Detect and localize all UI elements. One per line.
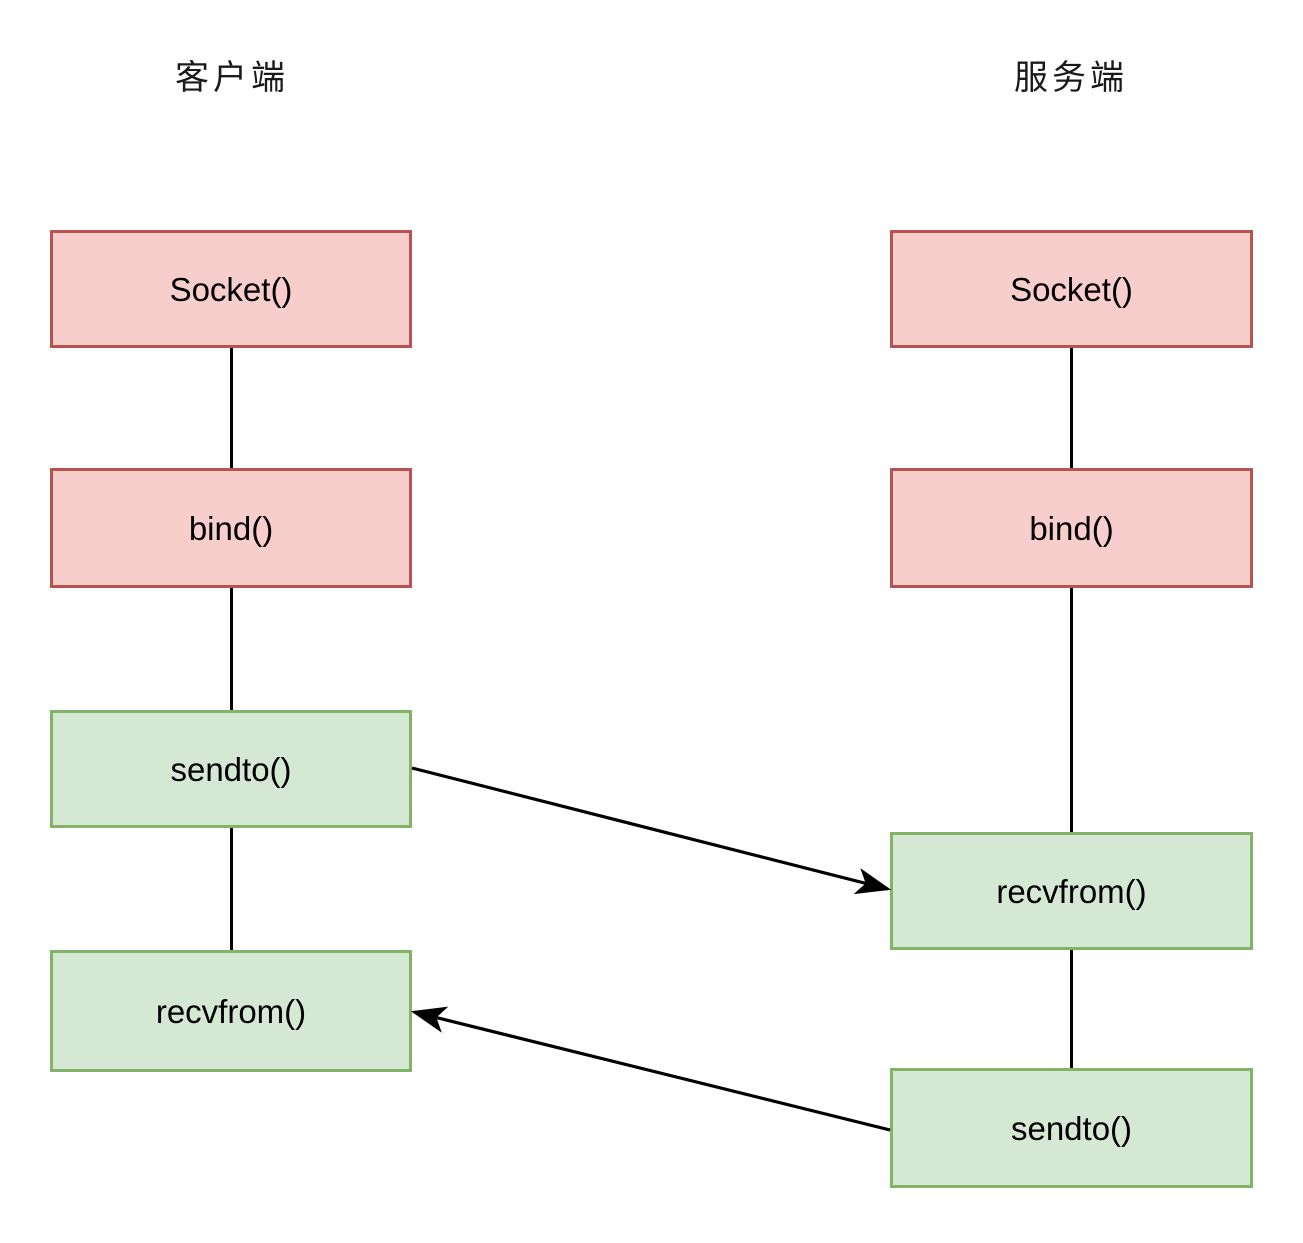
column-title-client: 客户端	[175, 60, 289, 97]
connector-client-sendto-recvfrom	[230, 828, 233, 950]
connector-server-socket-bind	[1070, 348, 1073, 468]
column-title-server: 服务端	[1014, 60, 1128, 97]
node-server-socket[interactable]: Socket()	[890, 230, 1253, 348]
arrow-server-sendto-to-client-recvfrom	[410, 1006, 891, 1132]
connector-client-socket-bind	[230, 348, 233, 468]
connector-server-bind-recvfrom	[1070, 588, 1073, 832]
connector-client-bind-sendto	[230, 588, 233, 710]
connector-server-recvfrom-sendto	[1070, 950, 1073, 1068]
node-server-recvfrom[interactable]: recvfrom()	[890, 832, 1253, 950]
arrow-client-sendto-to-server-recvfrom	[411, 766, 892, 895]
